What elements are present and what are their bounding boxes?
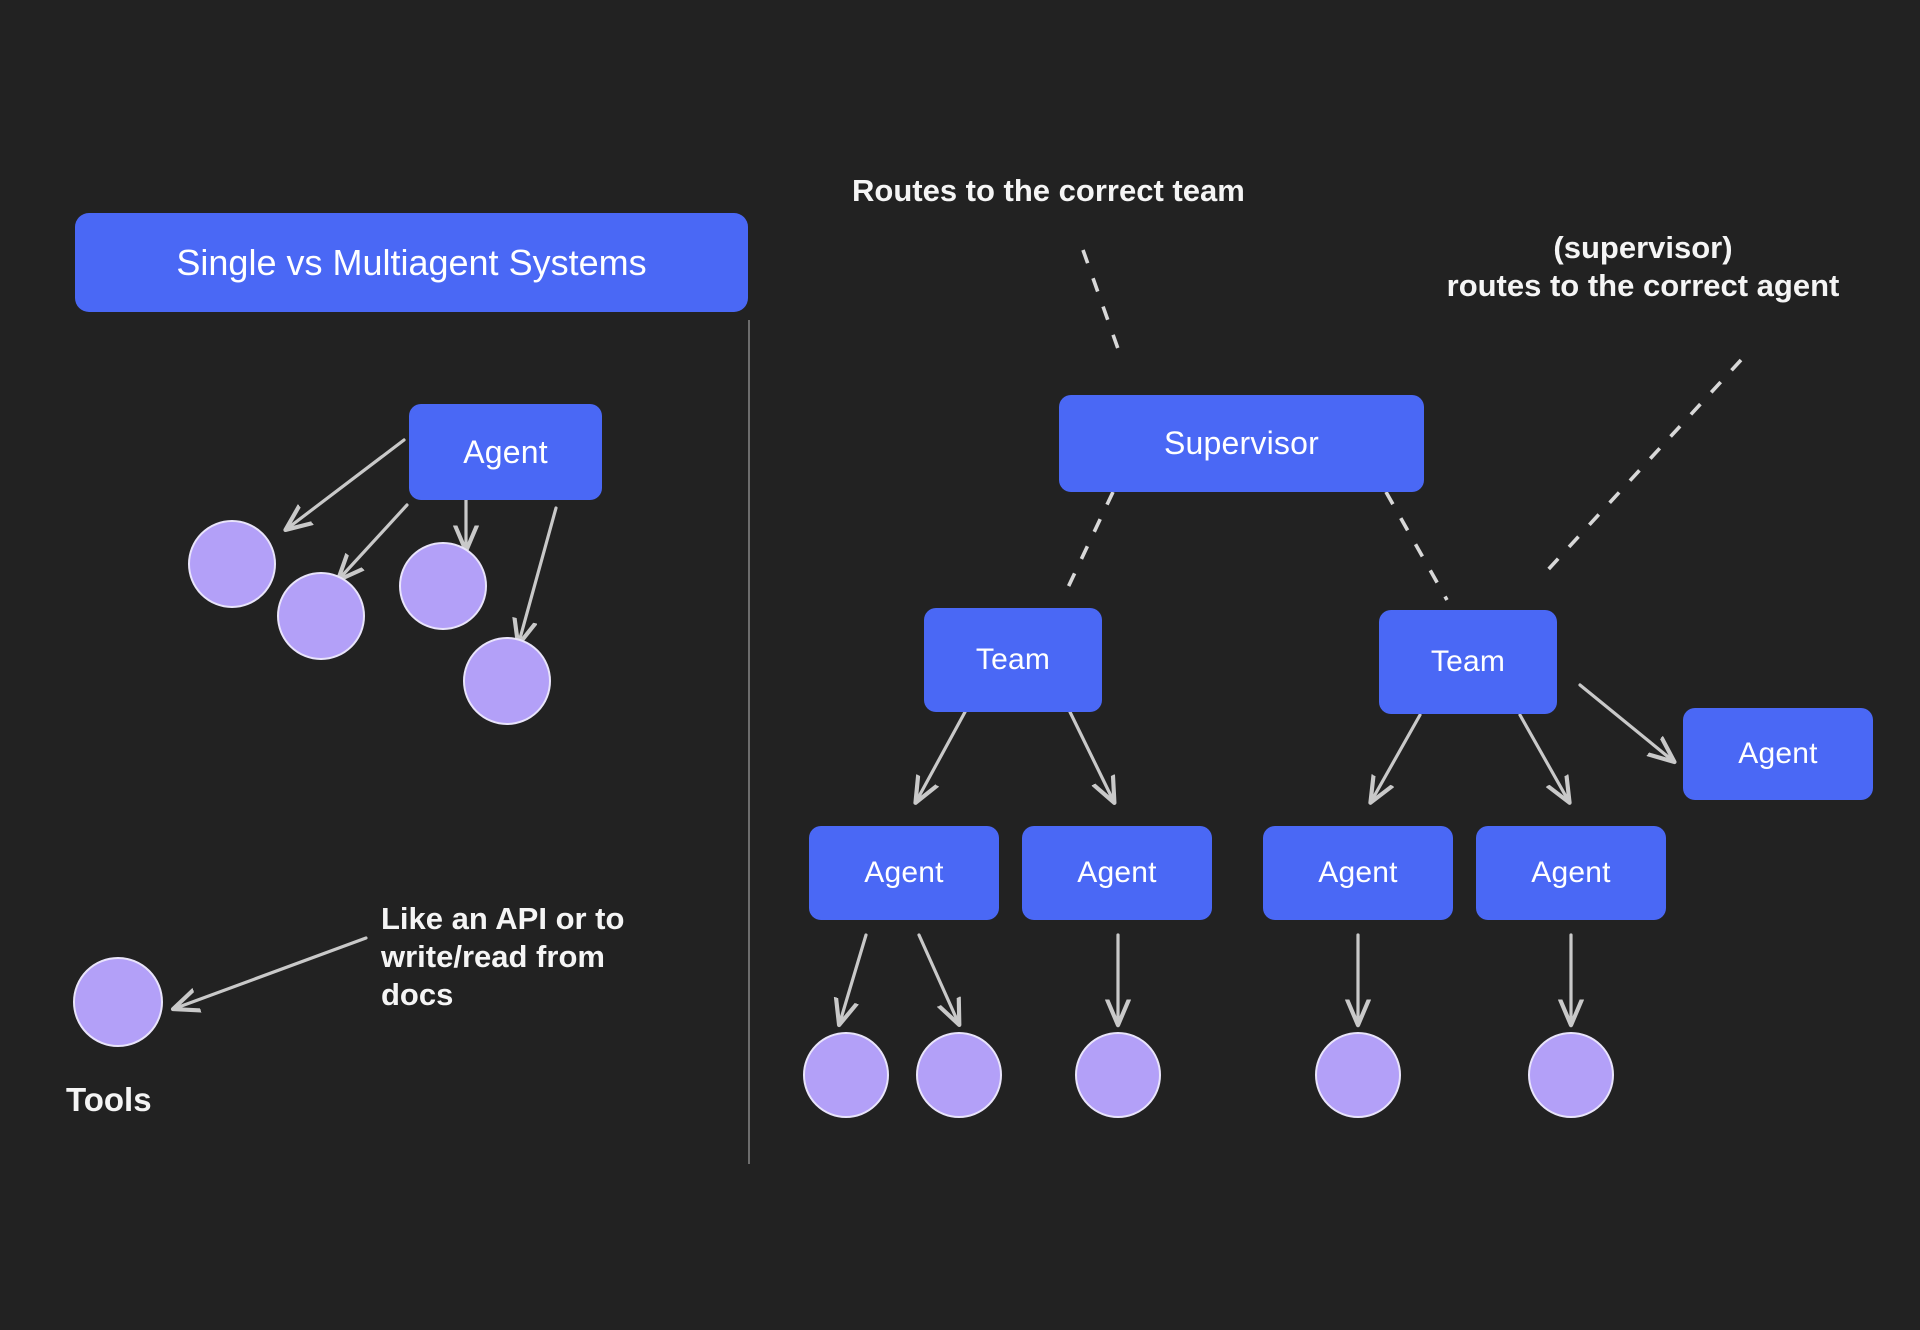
arrow-annotation-to-tool xyxy=(176,936,368,1008)
side-agent-label: Agent xyxy=(1738,737,1818,770)
arrow-agent1-to-tool-1 xyxy=(840,933,868,1022)
arrow-agent-to-tool-1 xyxy=(288,438,406,528)
title-box: Single vs Multiagent Systems xyxy=(75,213,748,312)
left-tool-circle-3[interactable] xyxy=(399,542,487,630)
team-right-label: Team xyxy=(1430,645,1506,678)
supervisor-box[interactable]: Supervisor xyxy=(1059,395,1424,492)
arrow-agent-to-tool-4 xyxy=(519,506,558,642)
arrow-team-left-to-agent-1 xyxy=(917,710,967,800)
annotation-routes-to-team: Routes to the correct team xyxy=(852,173,1245,208)
arrow-agent-to-tool-2 xyxy=(340,503,409,578)
right-tool-circle-3[interactable] xyxy=(1075,1032,1161,1118)
side-agent-box[interactable]: Agent xyxy=(1683,708,1873,800)
arrow-team-right-to-side-agent xyxy=(1578,683,1672,760)
right-tool-circle-2[interactable] xyxy=(916,1032,1002,1118)
agent-box-3[interactable]: Agent xyxy=(1263,826,1453,920)
supervisor-to-team-edges xyxy=(1061,491,1449,601)
arrow-team-left-to-agent-2 xyxy=(1068,710,1113,800)
agent-box-4[interactable]: Agent xyxy=(1476,826,1666,920)
right-tool-circle-5[interactable] xyxy=(1528,1032,1614,1118)
agent-4-label: Agent xyxy=(1531,856,1611,889)
arrow-team-right-to-agent-3 xyxy=(1372,713,1422,800)
tools-label: Tools xyxy=(66,1081,152,1118)
right-tool-circle-4[interactable] xyxy=(1315,1032,1401,1118)
dashed-supervisor-to-team-left xyxy=(1061,491,1115,599)
annotation-supervisor-routes: (supervisor) routes to the correct agent xyxy=(1446,230,1840,303)
arrow-team-right-to-agent-4 xyxy=(1518,713,1568,800)
agent-to-tool-arrows xyxy=(840,933,1571,1022)
left-annotation-arrow xyxy=(176,936,368,1008)
annotation-api-docs: Like an API or to write/read from docs xyxy=(381,901,625,1012)
tools-legend-circle[interactable] xyxy=(73,957,163,1047)
left-agent-box[interactable]: Agent xyxy=(409,404,602,500)
agent-2-label: Agent xyxy=(1077,856,1157,889)
team-box-left[interactable]: Team xyxy=(924,608,1102,712)
agent-box-2[interactable]: Agent xyxy=(1022,826,1212,920)
agent-1-label: Agent xyxy=(864,856,944,889)
arrow-agent1-to-tool-2 xyxy=(917,933,958,1022)
dashed-supervisor-leader xyxy=(1543,358,1743,575)
left-agent-label: Agent xyxy=(463,433,548,470)
agent-3-label: Agent xyxy=(1318,856,1398,889)
dashed-supervisor-to-team-right xyxy=(1384,491,1449,601)
left-tool-circle-4[interactable] xyxy=(463,637,551,725)
supervisor-label: Supervisor xyxy=(1164,425,1319,461)
title-label: Single vs Multiagent Systems xyxy=(176,241,647,283)
agent-box-1[interactable]: Agent xyxy=(809,826,999,920)
right-tool-circle-1[interactable] xyxy=(803,1032,889,1118)
dashed-routes-team-leader xyxy=(1081,249,1124,361)
team-box-right[interactable]: Team xyxy=(1379,610,1557,714)
left-tool-circle-1[interactable] xyxy=(188,520,276,608)
left-tool-circle-2[interactable] xyxy=(277,572,365,660)
team-left-label: Team xyxy=(975,643,1051,676)
